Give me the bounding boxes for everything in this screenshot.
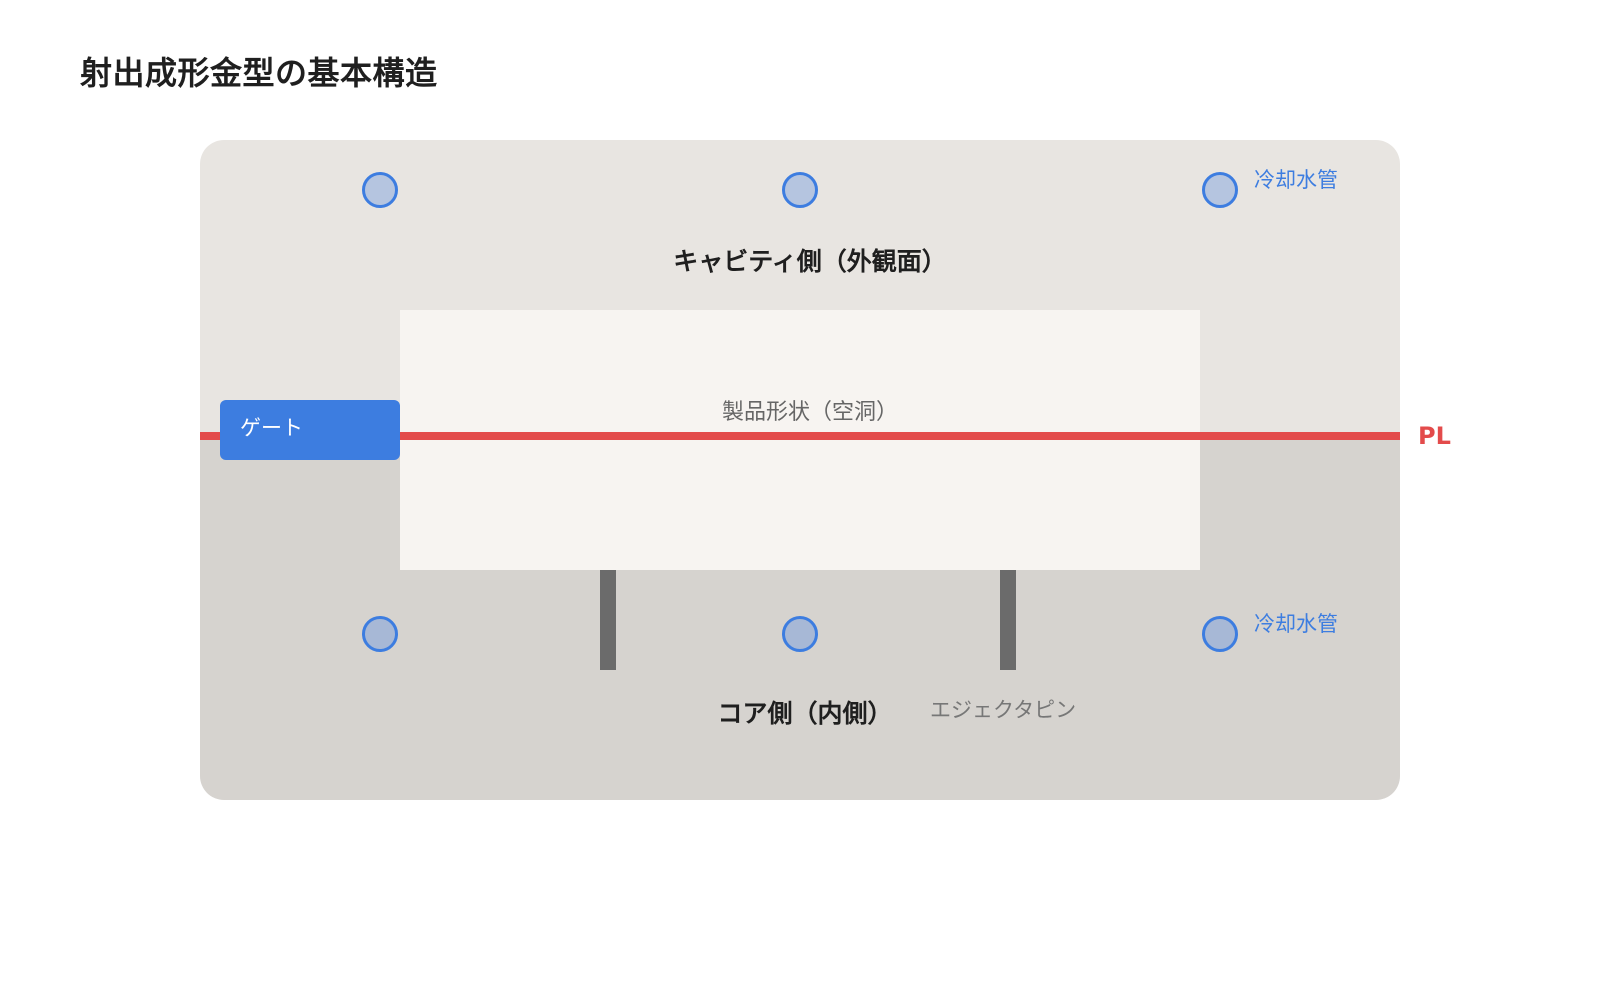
ejector-pin-left — [600, 570, 616, 670]
page-title: 射出成形金型の基本構造 — [80, 54, 438, 92]
core-cooling-label: 冷却水管 — [1254, 612, 1338, 636]
cavity-cooling-label: 冷却水管 — [1254, 168, 1338, 192]
cooling-channel-core-left — [362, 616, 398, 652]
ejector-pin-label: エジェクタピン — [930, 698, 1077, 722]
cooling-channel-cavity-right — [1202, 172, 1238, 208]
cooling-channel-core-right — [1202, 616, 1238, 652]
product-cavity — [400, 310, 1200, 570]
product-cavity-label: 製品形状（空洞） — [721, 400, 898, 425]
cooling-channel-cavity-left — [362, 172, 398, 208]
cavity-side-label: キャビティ側（外観面） — [673, 247, 947, 276]
cooling-channel-core-center — [782, 616, 818, 652]
core-side-label: コア側（内側） — [717, 699, 893, 728]
parting-line — [200, 432, 1400, 440]
gate: ゲート — [220, 400, 400, 460]
parting-line-label: PL — [1418, 422, 1451, 450]
ejector-pin-right — [1000, 570, 1016, 670]
gate-label: ゲート — [240, 416, 303, 440]
cooling-channel-cavity-center — [782, 172, 818, 208]
